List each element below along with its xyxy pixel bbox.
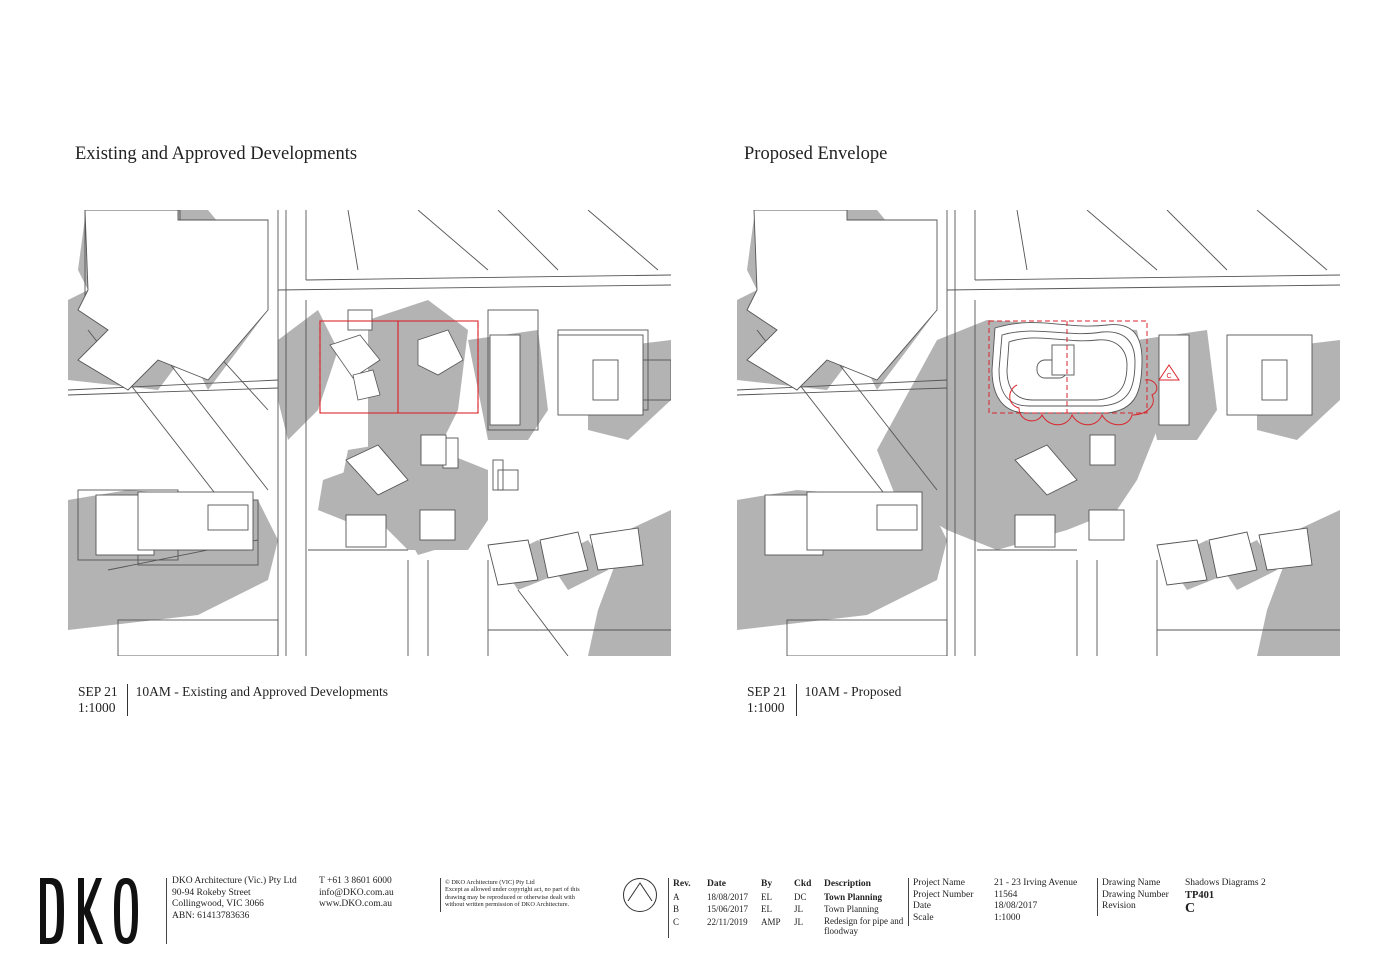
copyright-notice: © DKO Architecture (VIC) Pty Ltd Except … — [445, 879, 580, 909]
revision-marker-label: C — [1166, 373, 1171, 380]
left-panel-title: Existing and Approved Developments — [75, 144, 358, 164]
table-row: C 22/11/2019 AMP JL Redesign for pipe an… — [673, 916, 920, 937]
left-caption: SEP 21 1:1000 10AM - Existing and Approv… — [78, 684, 388, 716]
copyright-line: Except as allowed under copyright act, n… — [445, 886, 580, 894]
company-info: DKO Architecture (Vic.) Pty Ltd 90-94 Ro… — [172, 876, 297, 922]
left-caption-scale: 1:1000 — [78, 700, 116, 715]
existing-shadow-diagram — [68, 210, 671, 656]
copyright-line: drawing may be reproduced or otherwise d… — [445, 893, 575, 901]
proposed-shadow-diagram: C — [737, 210, 1340, 656]
site-boundary — [988, 320, 1158, 426]
right-caption-date: SEP 21 — [747, 684, 787, 699]
contact-email[interactable]: info@DKO.com.au — [319, 887, 394, 898]
proposed-envelope — [991, 322, 1143, 414]
rev-cell: C — [673, 916, 680, 927]
date-cell: 15/06/2017 — [707, 904, 749, 914]
description-cell: Town Planning — [824, 891, 882, 902]
copyright-line: without written permission of DKO Archit… — [445, 901, 570, 909]
ckd-cell: JL — [794, 916, 803, 927]
project-values: 21 - 23 Irving Avenue 11564 18/08/2017 1… — [994, 878, 1077, 924]
linework-layer — [737, 210, 1340, 656]
left-caption-date: SEP 21 — [78, 684, 118, 699]
site-boundary — [319, 320, 479, 414]
buildings-layer — [746, 210, 1313, 586]
project-date-label: Date — [913, 901, 931, 911]
ckd-header: Ckd — [794, 879, 812, 889]
drawing-values: Shadows Diagrams 2 TP401 C — [1185, 878, 1266, 916]
table-row: B 15/06/2017 EL JL Town Planning — [673, 903, 920, 916]
dko-logo — [40, 878, 140, 944]
contact-info: T +61 3 8601 6000 info@DKO.com.au www.DK… — [319, 876, 394, 911]
description-cell: Redesign for pipe and floodway — [824, 915, 904, 937]
date-cell: 22/11/2019 — [707, 916, 748, 927]
drawing-number-label: Drawing Number — [1102, 889, 1169, 900]
project-name-label: Project Name — [913, 878, 965, 888]
rev-cell: B — [673, 904, 680, 914]
drawing-labels: Drawing Name Drawing Number Revision — [1102, 878, 1169, 913]
existing-houses — [329, 329, 464, 401]
ckd-cell: JL — [794, 904, 803, 914]
company-abn: ABN: 61413783636 — [172, 910, 250, 921]
description-cell: Town Planning — [824, 904, 879, 914]
by-header: By — [761, 879, 773, 889]
left-caption-date-scale: SEP 21 1:1000 — [78, 684, 128, 716]
right-panel-title: Proposed Envelope — [744, 144, 888, 164]
rev-header: Rev. — [673, 879, 691, 889]
right-caption-date-scale: SEP 21 1:1000 — [747, 684, 797, 716]
rev-cell: A — [673, 891, 680, 902]
project-labels: Project Name Project Number Date Scale — [913, 878, 973, 924]
revision-table: Rev. Date By Ckd Description A 18/08/201… — [673, 878, 920, 937]
drawing-number-value: TP401 — [1185, 889, 1215, 901]
project-scale-label: Scale — [913, 912, 934, 923]
left-site-plan — [68, 210, 671, 656]
description-header: Description — [824, 879, 871, 889]
contact-website[interactable]: www.DKO.com.au — [319, 899, 392, 909]
drawing-name-label: Drawing Name — [1102, 878, 1161, 888]
by-cell: EL — [761, 904, 772, 914]
buildings-layer — [77, 210, 644, 586]
company-name: DKO Architecture (Vic.) Pty Ltd — [172, 876, 297, 886]
revision-value: C — [1185, 901, 1196, 916]
drawing-name-value: Shadows Diagrams 2 — [1185, 878, 1266, 888]
table-row: A 18/08/2017 EL DC Town Planning — [673, 891, 920, 904]
copyright-line: © DKO Architecture (VIC) Pty Ltd — [445, 879, 535, 886]
by-cell: EL — [761, 891, 772, 902]
right-caption-text: 10AM - Proposed — [804, 684, 902, 699]
north-arrow-icon — [622, 877, 658, 913]
project-number-label: Project Number — [913, 889, 974, 900]
revision-table-header: Rev. Date By Ckd Description — [673, 878, 920, 891]
left-caption-text: 10AM - Existing and Approved Development… — [135, 684, 388, 699]
ckd-cell: DC — [794, 891, 807, 902]
right-caption: SEP 21 1:1000 10AM - Proposed — [747, 684, 901, 716]
project-scale-value: 1:1000 — [994, 912, 1021, 923]
company-city: Collingwood, VIC 3066 — [172, 899, 264, 909]
date-header: Date — [707, 879, 726, 889]
project-date-value: 18/08/2017 — [994, 901, 1038, 911]
contact-phone: T +61 3 8601 6000 — [319, 876, 392, 886]
revision-label: Revision — [1102, 901, 1136, 911]
company-street: 90-94 Rokeby Street — [172, 887, 251, 898]
right-site-plan: C — [737, 210, 1340, 656]
project-name-value: 21 - 23 Irving Avenue — [994, 878, 1078, 888]
right-caption-scale: 1:1000 — [747, 700, 785, 715]
date-cell: 18/08/2017 — [707, 891, 749, 902]
by-cell: AMP — [761, 916, 781, 927]
revision-cloud-marker: C — [1158, 364, 1180, 381]
project-number-value: 11564 — [994, 889, 1018, 900]
